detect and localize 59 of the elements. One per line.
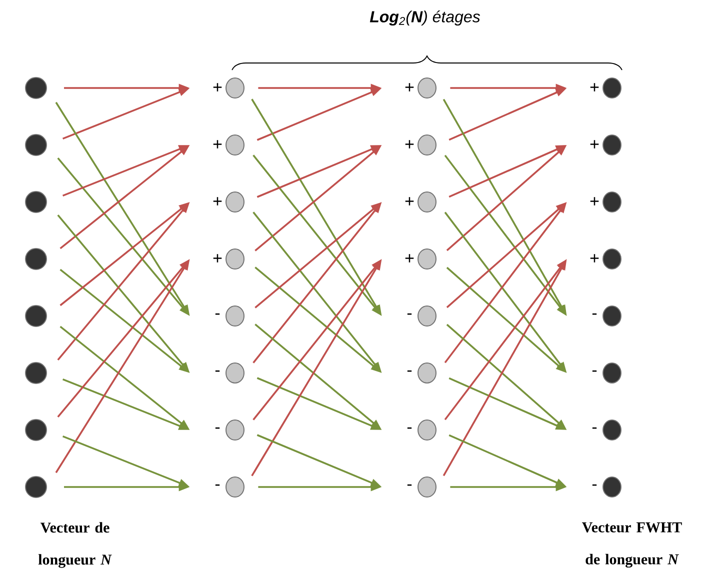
dot bbox=[590, 134, 622, 156]
dot bbox=[592, 306, 622, 326]
dot bbox=[405, 134, 436, 156]
dot bbox=[592, 476, 622, 498]
sign-label: - bbox=[592, 370, 597, 372]
sign-label: + bbox=[405, 83, 414, 92]
dot bbox=[405, 192, 436, 212]
dot bbox=[407, 476, 436, 498]
sign-label: - bbox=[407, 484, 412, 486]
sign-label: + bbox=[213, 83, 222, 92]
dot bbox=[405, 78, 436, 98]
dot bbox=[25, 476, 47, 498]
dot bbox=[407, 420, 436, 440]
dot bbox=[215, 420, 244, 440]
dot bbox=[213, 192, 244, 212]
dot bbox=[405, 248, 436, 270]
sign-label: + bbox=[590, 83, 599, 92]
dot bbox=[592, 362, 622, 384]
caption-label: Vecteur FWHT de longueur N bbox=[582, 522, 682, 568]
dot bbox=[592, 420, 622, 440]
sign-label: + bbox=[213, 254, 222, 262]
sign-label: + bbox=[405, 140, 414, 148]
sign-label: - bbox=[592, 313, 597, 315]
dot bbox=[590, 78, 622, 98]
sign-label: - bbox=[215, 313, 220, 315]
dot bbox=[25, 191, 47, 213]
dot bbox=[25, 305, 47, 327]
dot bbox=[213, 78, 244, 98]
dot bbox=[590, 248, 622, 270]
dot bbox=[215, 476, 244, 498]
dot bbox=[213, 134, 244, 156]
dot bbox=[213, 248, 244, 270]
sign-label: - bbox=[407, 313, 412, 315]
sign-label: - bbox=[407, 370, 412, 372]
sign-label: + bbox=[405, 197, 414, 206]
dot bbox=[25, 419, 47, 441]
sign-label: - bbox=[215, 427, 220, 429]
sign-label: + bbox=[213, 197, 222, 206]
sign-label: + bbox=[213, 140, 222, 148]
sign-label: + bbox=[590, 197, 599, 206]
dot bbox=[25, 77, 47, 99]
dot bbox=[215, 306, 244, 326]
title: Log$_{2}$(N) étages bbox=[370, 10, 480, 26]
dot bbox=[25, 362, 47, 384]
sign-label: - bbox=[407, 427, 412, 429]
dot bbox=[25, 134, 47, 156]
dot bbox=[25, 248, 47, 270]
dot bbox=[590, 192, 622, 212]
sign-label: + bbox=[590, 140, 599, 148]
sign-label: + bbox=[590, 254, 599, 262]
dot bbox=[215, 362, 244, 384]
dot bbox=[407, 362, 436, 384]
caption-label: Vecteur de longueur N bbox=[38, 522, 112, 568]
dot bbox=[407, 306, 436, 326]
sign-label: - bbox=[592, 484, 597, 486]
sign-label: - bbox=[215, 484, 220, 486]
sign-label: - bbox=[215, 370, 220, 372]
sign-label: + bbox=[405, 254, 414, 262]
sign-label: - bbox=[592, 427, 597, 429]
